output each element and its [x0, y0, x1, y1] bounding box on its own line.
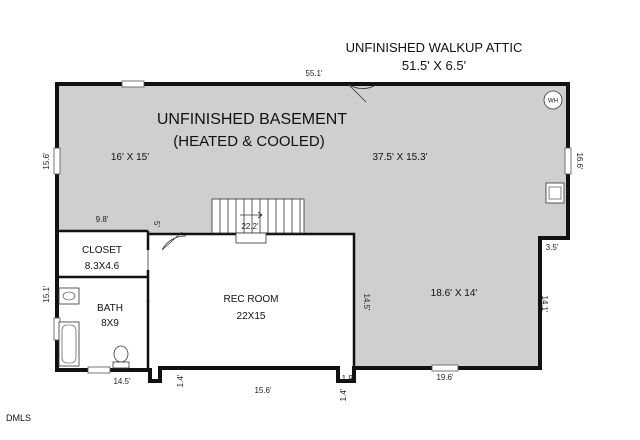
bath-size: 8X9 — [101, 318, 119, 329]
exterior-wall — [55, 82, 570, 383]
window-top-left — [121, 80, 145, 88]
window-bottom-right — [431, 364, 459, 372]
window-right-upper — [564, 147, 572, 175]
attic-title: UNFINISHED WALKUP ATTIC — [346, 40, 523, 55]
dim-bottom-left: 14.5' — [113, 377, 131, 386]
basement-title: UNFINISHED BASEMENT — [157, 111, 347, 128]
door-swing-top — [347, 83, 375, 103]
dim-right-upper: 16.6' — [575, 152, 584, 170]
door-swing-stair — [161, 231, 187, 251]
unfinished-floor-area — [57, 84, 568, 368]
dim-right-lower: 14.1' — [540, 295, 549, 313]
rec-room-label: REC ROOM — [224, 294, 279, 305]
dim-left-lower: 15.1' — [42, 285, 51, 303]
interior-wall-stair-right — [148, 232, 356, 368]
toilet-icon — [112, 345, 130, 369]
finished-floor-area — [57, 233, 353, 369]
bath-sink-icon — [58, 287, 80, 305]
dim-bottom-right: 19.6' — [436, 373, 454, 382]
dim-stair-left: 9.8' — [96, 215, 109, 224]
water-heater-icon: WH — [543, 90, 563, 110]
dim-stair-width: 22.2' — [241, 222, 259, 231]
dim-jog-right-v: 1.4' — [339, 388, 348, 401]
basement-subtitle: (HEATED & COOLED) — [173, 133, 324, 150]
dim-stair-small: 5' — [152, 221, 161, 227]
dim-bottom-center: 15.6' — [254, 386, 272, 395]
lower-right-area-size: 18.6' X 14' — [431, 288, 478, 299]
dim-jog-left: 1.4' — [176, 374, 185, 387]
bath-label: BATH — [97, 303, 123, 314]
dim-step-right: 3.5' — [546, 243, 559, 252]
dim-left-upper: 15.6' — [42, 152, 51, 170]
dim-top: 55.1' — [305, 69, 323, 78]
bathtub-icon — [58, 321, 80, 367]
closet-size: 8.3X4.6 — [85, 261, 120, 272]
dmls-watermark: DMLS — [6, 413, 31, 423]
window-bottom-left — [87, 366, 111, 374]
attic-size: 51.5' X 6.5' — [402, 58, 466, 73]
left-area-size: 16' X 15' — [111, 152, 149, 163]
right-area-size: 37.5' X 15.3' — [373, 152, 428, 163]
water-heater-label: WH — [548, 99, 558, 105]
staircase — [211, 198, 305, 244]
rec-room-size: 22X15 — [237, 311, 266, 322]
dim-jog-right-h: 1.9' — [342, 374, 355, 383]
closet-label: CLOSET — [82, 245, 122, 256]
utility-sink-icon — [545, 182, 565, 204]
window-left-upper — [53, 147, 61, 175]
dim-rec-right: 14.5' — [362, 293, 371, 311]
